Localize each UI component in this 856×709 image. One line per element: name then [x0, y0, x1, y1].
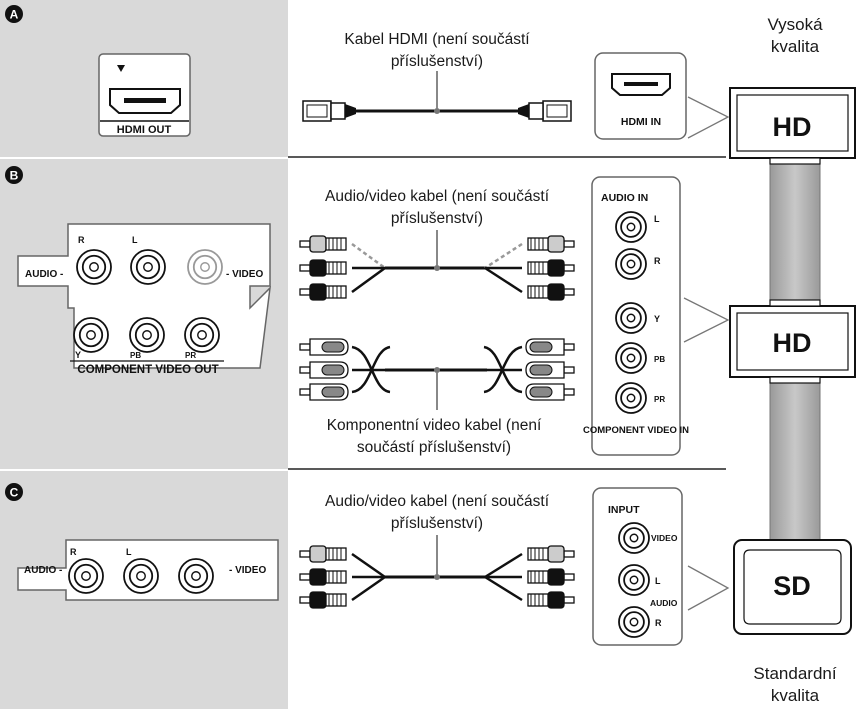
svg-text:AUDIO -: AUDIO -	[24, 565, 62, 576]
svg-text:R: R	[78, 235, 85, 245]
rca-jack-icon	[618, 564, 650, 596]
svg-text:Y: Y	[75, 350, 81, 360]
av-cable-b	[351, 230, 523, 294]
rca-jack-icon	[615, 211, 647, 243]
svg-text:VIDEO: VIDEO	[651, 533, 678, 543]
svg-text:AUDIO: AUDIO	[650, 598, 678, 608]
rca-jack-icon	[615, 342, 647, 374]
rca-jack-icon	[123, 558, 159, 594]
rca-plug-icon	[527, 283, 575, 301]
rca-plug-icon	[527, 235, 575, 253]
hdmi-cable-caption-line2: příslušenství)	[391, 53, 483, 70]
quality-bottom-line1: Standardní	[753, 664, 836, 683]
svg-text:L: L	[126, 547, 132, 557]
av-cable-caption-c-line2: příslušenství)	[391, 515, 483, 532]
component-plug-icon	[299, 361, 349, 379]
quality-top-line1: Vysoká	[767, 15, 823, 34]
rca-jack-icon	[615, 302, 647, 334]
rca-plug-icon	[527, 568, 575, 586]
rca-plug-icon	[299, 545, 347, 563]
rca-jack-icon	[615, 248, 647, 280]
quality-bottom-line2: kvalita	[771, 686, 820, 705]
component-plug-icon	[525, 338, 575, 356]
component-cable	[351, 345, 523, 410]
component-plug-icon	[299, 383, 349, 401]
component-cable-caption-line1: Komponentní video kabel (není	[327, 417, 542, 434]
tv-hd-b: HD	[683, 297, 856, 384]
svg-text:R: R	[654, 256, 661, 266]
rca-jack-icon	[68, 558, 104, 594]
rca-jack-icon	[130, 249, 166, 285]
tv-sd-c: SD	[687, 539, 852, 635]
svg-text:B: B	[10, 169, 19, 183]
rca-jack-icon	[187, 249, 223, 285]
component-plug-icon	[525, 361, 575, 379]
svg-text:L: L	[655, 576, 661, 586]
rca-plug-icon	[299, 259, 347, 277]
badge-a: A	[5, 5, 23, 23]
svg-text:- VIDEO: - VIDEO	[229, 565, 266, 576]
svg-text:INPUT: INPUT	[608, 504, 640, 516]
plug-group	[299, 235, 575, 609]
rca-jack-icon	[618, 606, 650, 638]
svg-text:AUDIO IN: AUDIO IN	[601, 192, 648, 204]
rca-jack-icon	[618, 522, 650, 554]
tv-hd-a: HD	[687, 87, 856, 165]
badge-b: B	[5, 166, 23, 184]
rca-plug-icon	[299, 283, 347, 301]
svg-text:COMPONENT VIDEO OUT: COMPONENT VIDEO OUT	[77, 364, 218, 376]
svg-text:R: R	[655, 618, 662, 628]
av-cable-caption-c-line1: Audio/video kabel (není součástí	[325, 493, 550, 510]
component-plug-icon	[525, 383, 575, 401]
svg-text:PB: PB	[654, 355, 665, 364]
svg-text:HD: HD	[773, 112, 812, 142]
component-cable-caption-line2: součástí příslušenství)	[357, 439, 511, 456]
svg-text:COMPONENT VIDEO IN: COMPONENT VIDEO IN	[583, 425, 689, 436]
hdmi-in-label: HDMI IN	[621, 116, 661, 128]
rca-plug-icon	[527, 259, 575, 277]
rca-jack-icon	[76, 249, 112, 285]
rca-jack-icon	[178, 558, 214, 594]
av-cable-c	[351, 535, 523, 602]
svg-text:R: R	[70, 547, 77, 557]
svg-text:C: C	[10, 486, 19, 500]
hdmi-cable-caption-line1: Kabel HDMI (není součástí	[344, 31, 530, 48]
svg-text:PR: PR	[654, 395, 665, 404]
rca-jack-icon	[184, 317, 220, 353]
rca-plug-icon	[299, 235, 347, 253]
quality-top-line2: kvalita	[771, 37, 820, 56]
hdmi-out-label: HDMI OUT	[117, 124, 172, 136]
rca-jack-icon	[73, 317, 109, 353]
jack-group	[68, 211, 650, 638]
rca-jack-icon	[615, 382, 647, 414]
svg-text:- VIDEO: - VIDEO	[226, 269, 263, 280]
hdmi-cable	[302, 71, 572, 122]
svg-text:PR: PR	[185, 351, 196, 360]
svg-text:AUDIO -: AUDIO -	[25, 269, 63, 280]
svg-text:SD: SD	[773, 571, 811, 601]
hdmi-in-port: HDMI IN	[594, 52, 687, 140]
svg-text:A: A	[10, 8, 19, 22]
rca-plug-icon	[299, 568, 347, 586]
rca-plug-icon	[527, 545, 575, 563]
rca-plug-icon	[527, 591, 575, 609]
badge-c: C	[5, 483, 23, 501]
av-cable-caption-b-line2: příslušenství)	[391, 210, 483, 227]
svg-text:PB: PB	[130, 351, 141, 360]
svg-text:L: L	[654, 214, 660, 224]
svg-text:HD: HD	[773, 328, 812, 358]
hdmi-out-port: HDMI OUT	[98, 53, 191, 137]
component-plug-icon	[299, 338, 349, 356]
svg-text:Y: Y	[654, 314, 660, 324]
rca-jack-icon	[129, 317, 165, 353]
av-cable-caption-b-line1: Audio/video kabel (není součástí	[325, 188, 550, 205]
svg-text:L: L	[132, 235, 138, 245]
rca-plug-icon	[299, 591, 347, 609]
